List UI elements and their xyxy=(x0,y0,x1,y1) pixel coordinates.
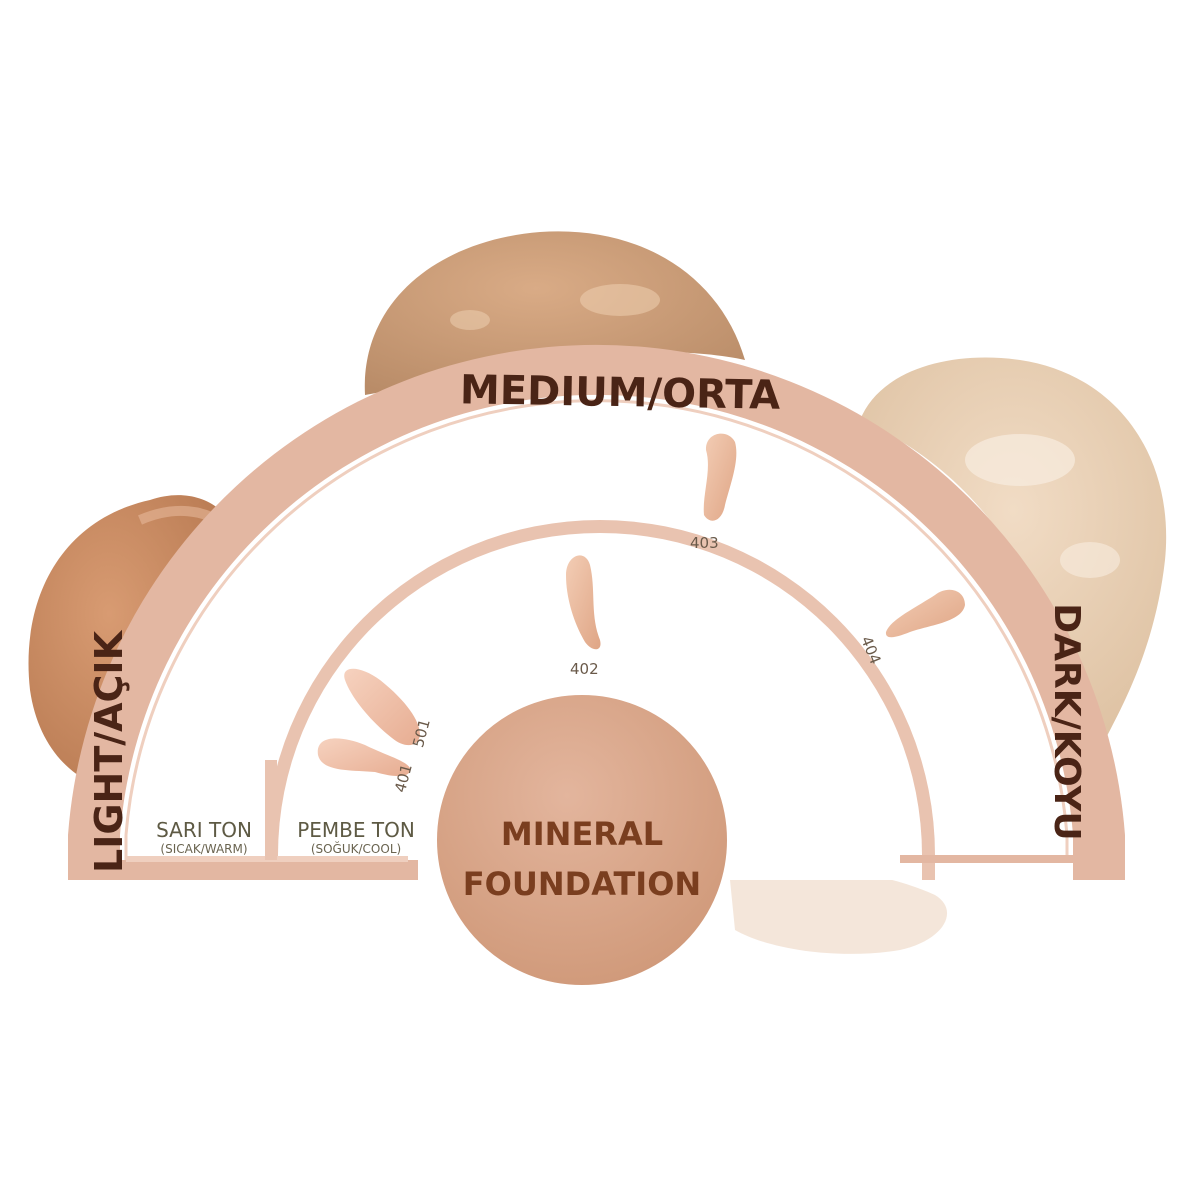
foundation-blob-top xyxy=(364,231,745,395)
swatch-401 xyxy=(317,738,411,777)
swatch-402 xyxy=(566,555,601,650)
foundation-smear xyxy=(730,869,948,954)
pembe-ton-sub: (SOĞUK/COOL) xyxy=(311,841,401,856)
swatch-403 xyxy=(703,433,737,521)
pembe-ton-label: PEMBE TON xyxy=(297,818,415,842)
base-bar-left xyxy=(68,860,418,880)
dark-label: DARK/KOYU xyxy=(1046,603,1087,840)
base-bar-right xyxy=(900,855,1125,863)
center-compact xyxy=(431,689,733,991)
sari-ton-label: SARI TON xyxy=(156,818,252,842)
medium-label: MEDIUM/ORTA xyxy=(460,367,781,419)
swatch-404 xyxy=(885,589,965,638)
shade-402-label: 402 xyxy=(570,660,599,678)
center-title-line2: FOUNDATION xyxy=(463,865,701,903)
swatch-501 xyxy=(344,668,420,746)
sari-ton-sub: (SICAK/WARM) xyxy=(160,842,247,856)
center-title-line1: MINERAL xyxy=(501,815,663,853)
shade-403-label: 403 xyxy=(690,534,719,552)
divider-left xyxy=(265,760,277,860)
light-label: LIGHT/AÇIK xyxy=(87,629,131,873)
